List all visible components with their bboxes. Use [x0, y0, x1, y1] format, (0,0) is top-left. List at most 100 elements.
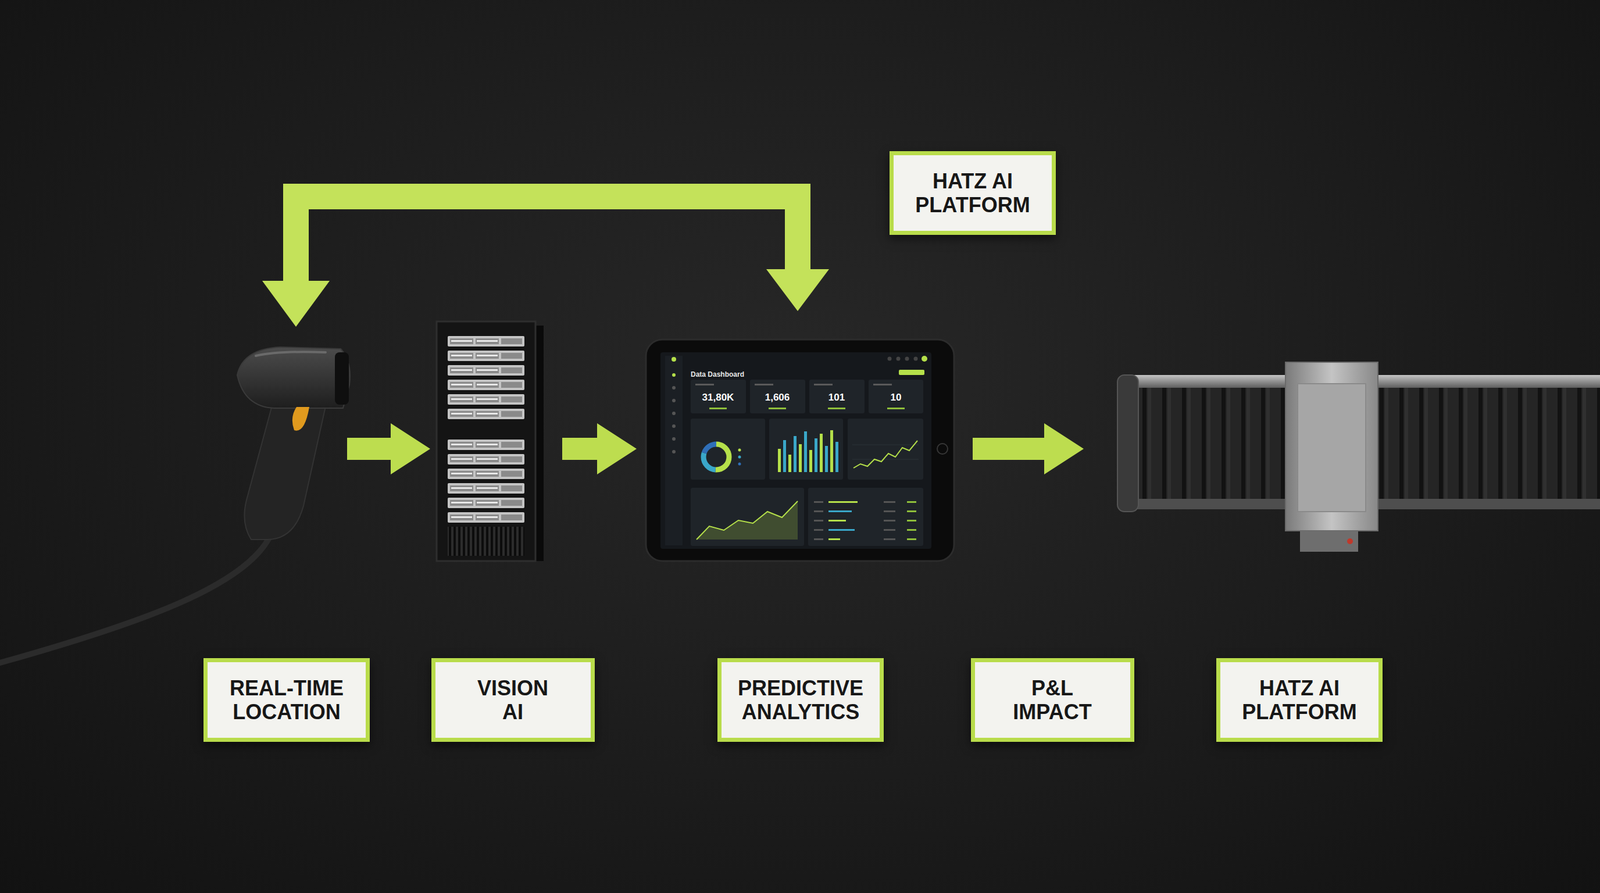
bar: [798, 444, 802, 473]
stat-caption: [873, 383, 892, 386]
box-label: VISION AI: [469, 676, 557, 725]
tablet-button: [937, 443, 948, 455]
scanner-trigger: [292, 406, 310, 431]
label-holder: 101: [828, 392, 845, 404]
table-cell: [906, 519, 917, 522]
stat-card: [690, 379, 746, 414]
bar: [819, 433, 823, 473]
bar: [809, 450, 813, 473]
donut-chart: [703, 444, 730, 470]
stat-card: [809, 379, 865, 414]
table-cell: [906, 538, 917, 541]
bar-chart: [777, 430, 839, 473]
drive-bay: [447, 394, 525, 405]
grid-line: [852, 444, 919, 446]
label-holder: 31,80K: [702, 392, 735, 404]
drive-bay: [447, 408, 525, 420]
bracket-arrow: [295, 196, 798, 287]
stat-trend: [887, 407, 905, 410]
drive-bay: [447, 365, 525, 376]
line-chart: [853, 440, 918, 469]
table-card: [808, 487, 924, 546]
box-label: REAL-TIME LOCATION: [219, 676, 354, 725]
table-bar: [828, 501, 858, 503]
legend-dot: [738, 448, 742, 452]
box-label: HATZ AI PLATFORM: [1232, 676, 1367, 725]
table-cell: [883, 501, 896, 503]
flow-arrow: [972, 423, 1084, 475]
status-light: [1347, 538, 1353, 545]
tablet-bezel: [645, 339, 955, 562]
box-label: P&L IMPACT: [994, 676, 1111, 725]
scanner-lens: [334, 352, 349, 405]
legend-dot: [738, 455, 742, 459]
box-label: HATZ AI PLATFORM: [905, 169, 1040, 218]
table-cell: [883, 529, 896, 531]
conveyor-roller: [1117, 375, 1139, 512]
donut-segment: [703, 444, 730, 470]
stat-trend: [768, 407, 787, 410]
table-cell: [906, 501, 917, 503]
scanner-handle: [244, 401, 327, 540]
label-box: REAL-TIME LOCATION: [203, 658, 370, 742]
table-cell: [906, 529, 917, 531]
table-cell: [883, 519, 896, 522]
rack-side: [535, 325, 544, 562]
table-bar: [828, 519, 846, 522]
dash-logo: [671, 356, 677, 362]
dashboard-text: 10: [890, 392, 902, 404]
label-box: VISION AI: [431, 658, 595, 742]
table-cell: [883, 510, 896, 513]
donut-segment: [703, 444, 730, 470]
table-cell: [813, 529, 824, 531]
sidebar-icon: [672, 373, 676, 377]
grid-line: [852, 459, 919, 460]
chart-card: [690, 487, 805, 546]
topbar-avatar: [921, 355, 928, 362]
sidebar-icon: [672, 386, 676, 390]
area-fill: [696, 501, 798, 540]
stat-card: [868, 379, 924, 414]
dashboard-text: Data Dashboard: [690, 370, 745, 379]
drive-bay: [447, 483, 525, 494]
tablet-screen: [660, 352, 932, 549]
dashboard-text: 1,606: [765, 392, 791, 404]
server-rack: [436, 321, 536, 562]
sidebar-icon: [672, 450, 676, 454]
chart-card: [690, 418, 766, 480]
bar: [825, 445, 828, 473]
drive-bay: [447, 379, 525, 391]
stat-card: [750, 379, 806, 414]
arrow-head: [262, 280, 330, 327]
housing-base: [1300, 530, 1359, 552]
donut-segment: [703, 444, 730, 470]
sidebar-icon: [672, 411, 676, 416]
stat-caption: [695, 383, 714, 386]
sidebar-icon: [672, 424, 676, 428]
flow-arrow: [347, 423, 431, 475]
arrow-head: [766, 269, 830, 312]
scanner-head: [237, 347, 350, 409]
stat-trend: [827, 407, 846, 410]
drive-bay: [447, 497, 525, 509]
scanner-cable: [0, 531, 273, 663]
bar: [830, 430, 834, 473]
stat-trend: [709, 407, 727, 410]
topbar-icon: [887, 356, 892, 362]
label-holder: 1,606: [765, 392, 791, 404]
topbar-icon: [896, 356, 901, 362]
label-box: HATZ AI PLATFORM: [889, 151, 1056, 235]
dashboard-text: 31,80K: [702, 392, 735, 404]
label-box: P&L IMPACT: [970, 658, 1135, 742]
scanner-highlight: [255, 351, 326, 356]
box-label: PREDICTIVE ANALYTICS: [733, 676, 868, 725]
bar: [793, 436, 797, 473]
table-bar: [828, 538, 841, 541]
table-cell: [883, 538, 896, 541]
table-cell: [813, 538, 824, 541]
housing-panel: [1297, 383, 1366, 512]
topbar-icon: [913, 356, 919, 362]
chart-card: [769, 418, 844, 480]
table-bar: [828, 510, 852, 513]
